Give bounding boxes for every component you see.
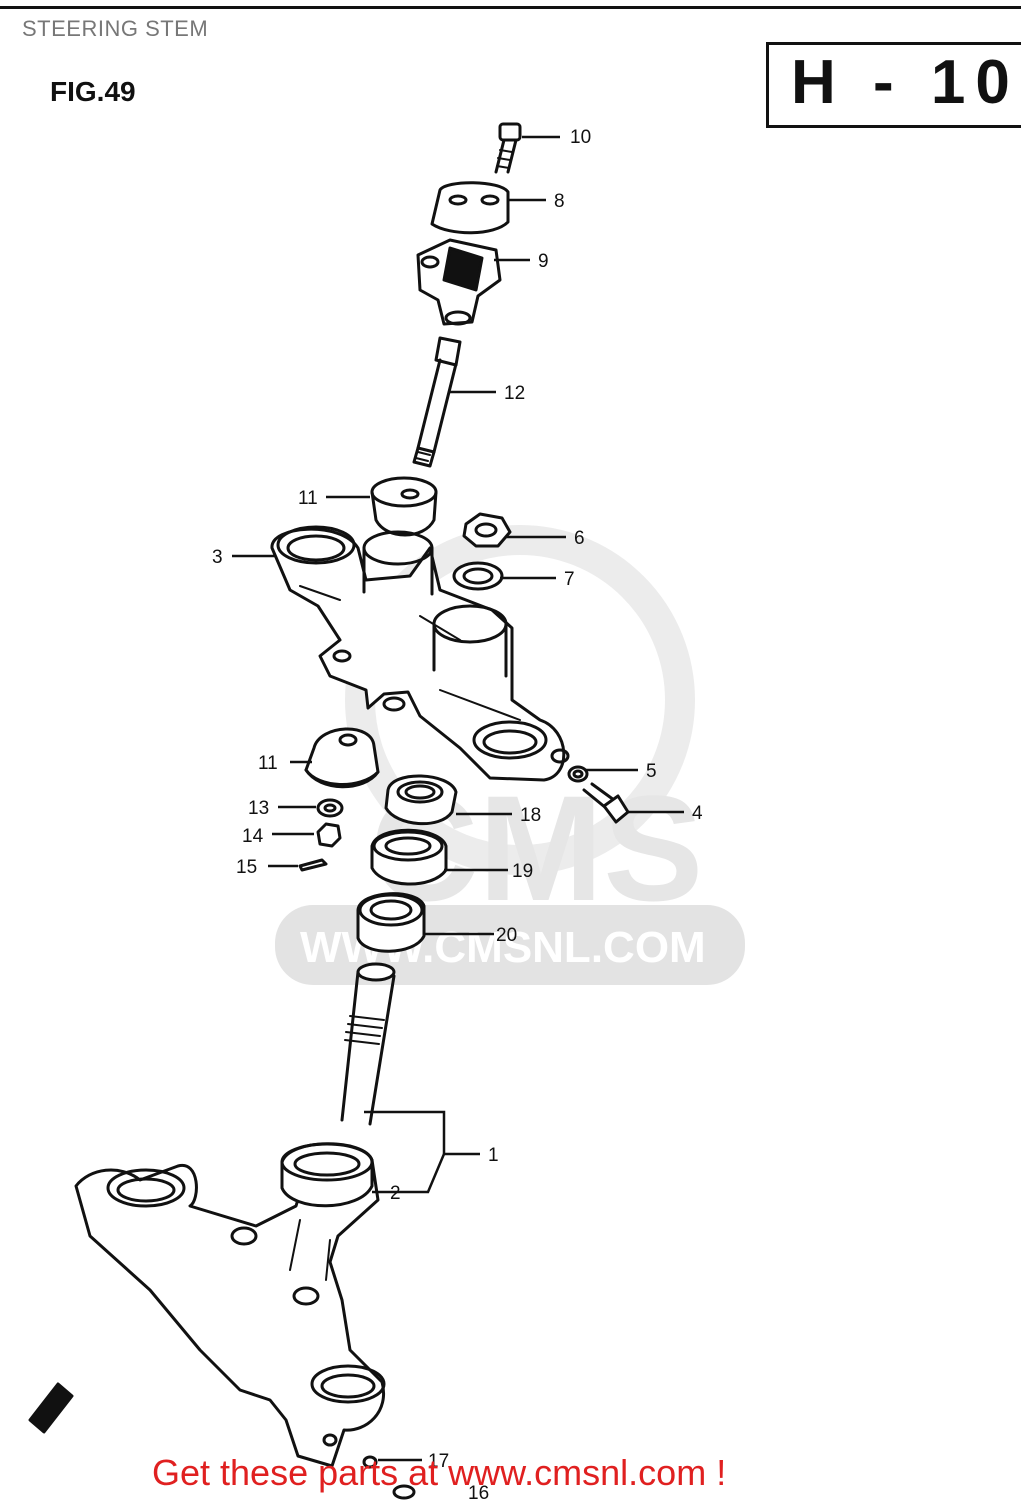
part-11-damper-lower: [304, 727, 380, 789]
callout-12: 12: [504, 383, 525, 404]
leader-lines: [232, 135, 684, 1462]
part-3-upper-bracket: [270, 525, 570, 782]
callout-17: 17: [428, 1451, 449, 1472]
callout-10: 10: [570, 127, 591, 148]
callout-4: 4: [692, 803, 703, 824]
callout-15: 15: [236, 857, 257, 878]
part-11-damper-upper: [370, 476, 438, 537]
part-20-dust-seal: [356, 892, 426, 953]
part-8-handlebar-holder-upper: [430, 181, 510, 235]
figure-label: FIG.49: [50, 76, 136, 107]
section-code-box: H - 10: [766, 42, 1021, 128]
part-5-washer: [567, 765, 589, 783]
part-16-washer: [392, 1484, 416, 1500]
part-18-steering-nut: [384, 774, 458, 826]
part-7-washer: [452, 561, 504, 591]
top-border-rule: [0, 6, 1021, 9]
callout-5: 5: [646, 761, 657, 782]
part-2-bearing-lower: [280, 1142, 374, 1208]
forward-arrow-icon: [28, 1382, 74, 1434]
callout-6: 6: [574, 528, 585, 549]
callout-11-lower: 11: [258, 753, 278, 774]
part-12-long-bolt: [412, 336, 462, 468]
callout-9: 9: [538, 251, 549, 272]
part-13-washer: [316, 798, 344, 818]
callout-1: 1: [488, 1145, 499, 1166]
callout-8: 8: [554, 191, 565, 212]
get-parts-link[interactable]: Get these parts at www.cmsnl.com !: [152, 1452, 727, 1493]
watermark-circle: [345, 525, 695, 875]
callout-18: 18: [520, 805, 541, 826]
section-code: H - 10: [791, 48, 1020, 117]
callout-11-upper: 11: [298, 488, 318, 509]
callout-13: 13: [248, 798, 269, 819]
part-15-cotter-pin: [298, 858, 328, 872]
part-9-handlebar-holder-lower: [416, 238, 502, 326]
part-10-bolt: [494, 122, 522, 174]
page-title: STEERING STEM: [22, 16, 209, 41]
callout-labels: 10 8 9 12 11 3 6 7 5 4 11 13 14 15 18 19…: [212, 127, 703, 1500]
callout-3: 3: [212, 547, 223, 568]
callout-16: 16: [468, 1483, 489, 1500]
callout-7: 7: [564, 569, 575, 590]
callout-2: 2: [390, 1183, 401, 1204]
callout-14: 14: [242, 826, 264, 847]
part-19-bearing: [370, 828, 448, 886]
part-14-nut: [316, 822, 342, 848]
part-17-bolt: [362, 1455, 378, 1469]
part-6-nut: [462, 512, 512, 548]
callout-19: 19: [512, 861, 533, 882]
callout-20: 20: [496, 925, 517, 946]
part-1-steering-stem: [74, 962, 396, 1468]
